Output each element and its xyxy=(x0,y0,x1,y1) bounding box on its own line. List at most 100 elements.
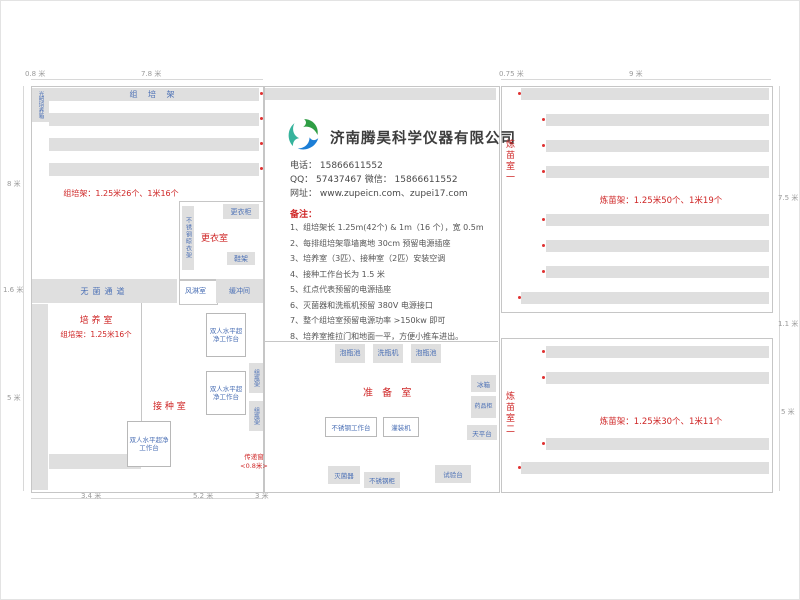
test-bench: 试验台 xyxy=(435,465,471,483)
clean-bench: 双人水平超净工作台 xyxy=(127,421,171,467)
hardening2-room-label: 炼苗室二 xyxy=(504,391,514,435)
contact-website: 网址： www.zupeicn.com、zupei17.com xyxy=(290,189,468,199)
power-outlet-dot xyxy=(542,376,545,379)
clean-bench-label: 双人水平超净工作台 xyxy=(129,435,169,452)
hardening2-spec-label: 炼苗架：1.25米30个、1米11个 xyxy=(599,417,723,427)
culture-shelf-bar xyxy=(49,163,259,176)
notes-title: 备注： xyxy=(290,210,318,220)
clean-bench: 双人水平超净工作台 xyxy=(206,313,246,357)
note-item: 3、培养室（3匹）、接种室（2匹）安装空调 xyxy=(290,254,446,263)
dimension-line xyxy=(501,79,771,80)
stainless-worktable: 不锈钢工作台 xyxy=(325,417,377,437)
wardrobe: 更衣柜 xyxy=(223,204,259,219)
notes-list: 1、组培架长 1.25m(42个) & 1m（16 个），宽 0.5m 2、每排… xyxy=(290,222,505,346)
dim-label: 5.2 米 xyxy=(193,492,214,500)
dim-label: 3.4 米 xyxy=(81,492,102,500)
power-outlet-dot xyxy=(518,466,521,469)
company-logo-icon xyxy=(285,116,323,158)
fridge: 冰箱 xyxy=(471,375,496,392)
stainless-cabinet: 不锈钢柜 xyxy=(364,472,400,488)
shelf-spec-label: 组培架：1.25米26个、1米16个 xyxy=(63,189,179,198)
note-item: 2、每排组培架靠墙离地 30cm 预留电源插座 xyxy=(290,238,451,248)
hardening-shelf-bar xyxy=(546,114,769,126)
power-outlet-dot xyxy=(542,118,545,121)
hardening-shelf-bar xyxy=(546,346,769,358)
wall-line xyxy=(141,303,142,428)
contact-qq-wechat: QQ： 57437467 微信： 15866611552 xyxy=(290,175,458,185)
dimension-line xyxy=(779,86,780,491)
culture-shelf-spec-label: 组培架：1.25米16个 xyxy=(60,330,132,339)
hardening-shelf-bar xyxy=(521,462,769,474)
company-name: 济南腾昊科学仪器有限公司 xyxy=(330,130,516,147)
room-hardening-2 xyxy=(501,338,773,493)
dim-label: 1.6 米 xyxy=(3,286,24,294)
shelf-title-label: 组 培 架 xyxy=(129,90,179,99)
dim-label: 7.5 米 xyxy=(778,194,799,202)
buffer-room-label: 缓冲间 xyxy=(229,287,250,295)
bottle-rack: 组瓶架 xyxy=(249,363,263,393)
dim-label: 3 米 xyxy=(255,492,269,500)
contact-phone: 电话： 15866611552 xyxy=(290,161,383,171)
note-item: 7、整个组培室预留电源功率 >150kw 即可 xyxy=(290,316,446,325)
power-outlet-dot xyxy=(542,244,545,247)
wall-line xyxy=(263,341,498,342)
culture-wall-shelf xyxy=(32,304,48,490)
culture-shelf-bar xyxy=(49,113,259,126)
filling-machine: 灌装机 xyxy=(383,417,419,437)
note-item: 4、接种工作台长为 1.5 米 xyxy=(290,269,385,279)
hardening-shelf-bar xyxy=(546,166,769,178)
soak-pool: 泡瓶池 xyxy=(411,344,441,363)
culture-shelf-bar: 组 培 架 xyxy=(49,88,259,101)
medicine-cabinet: 药品柜 xyxy=(471,396,496,418)
hardening-shelf-bar xyxy=(546,214,769,226)
bottle-rack: 组瓶架 xyxy=(249,401,263,431)
light-incubator: 光照培养箱 xyxy=(32,88,49,122)
bottle-washer-label: 洗瓶机 xyxy=(377,348,399,357)
bottle-washer: 洗瓶机 xyxy=(373,344,403,363)
pass-window: 传递窗 <0.8米> xyxy=(239,453,269,471)
note-item: 1、组培架长 1.25m(42个) & 1m（16 个），宽 0.5m xyxy=(290,223,484,232)
hardening1-room-label: 炼苗室一 xyxy=(504,139,514,183)
power-outlet-dot xyxy=(260,117,263,120)
room-hardening-1 xyxy=(501,86,773,313)
sterilizer-label: 灭菌器 xyxy=(334,472,354,480)
hardening-shelf-bar xyxy=(546,140,769,152)
dimension-line xyxy=(31,79,263,80)
dim-label: 1.1 米 xyxy=(778,320,799,328)
medicine-cabinet-label: 药品柜 xyxy=(474,403,493,411)
soak-pool: 泡瓶池 xyxy=(335,344,365,363)
dim-label: 8 米 xyxy=(7,180,21,188)
bottle-rack-label: 组瓶架 xyxy=(252,369,260,387)
fridge-label: 冰箱 xyxy=(477,380,490,389)
power-outlet-dot xyxy=(542,442,545,445)
changing-room-label: 更衣室 xyxy=(201,234,229,244)
power-outlet-dot xyxy=(518,92,521,95)
hardening-shelf-bar xyxy=(521,88,769,100)
test-bench-label: 试验台 xyxy=(443,471,463,479)
clean-bench: 双人水平超净工作台 xyxy=(206,371,246,415)
sterile-corridor: 无菌通道 xyxy=(32,279,177,303)
clean-bench-label: 双人水平超净工作台 xyxy=(209,384,243,401)
dimension-line xyxy=(23,86,24,491)
dim-label: 5 米 xyxy=(7,394,21,402)
power-outlet-dot xyxy=(542,218,545,221)
filling-machine-label: 灌装机 xyxy=(391,424,411,432)
dim-label: 0.75 米 xyxy=(499,70,524,78)
power-outlet-dot xyxy=(542,350,545,353)
clothes-rack: 不锈钢晾衣架 xyxy=(182,206,194,270)
stainless-worktable-label: 不锈钢工作台 xyxy=(331,424,371,432)
hardening-shelf-bar xyxy=(546,438,769,450)
note-item: 8、培养室推拉门和地面一平，方便小推车进出。 xyxy=(290,331,464,341)
dimension-line xyxy=(31,498,263,499)
prep-room-label: 准 备 室 xyxy=(363,388,415,399)
clothes-rack-label: 不锈钢晾衣架 xyxy=(184,217,192,259)
power-outlet-dot xyxy=(518,296,521,299)
power-outlet-dot xyxy=(260,142,263,145)
hardening-shelf-bar xyxy=(546,372,769,384)
light-incubator-label: 光照培养箱 xyxy=(37,91,44,119)
culture-room-label: 培 养 室 xyxy=(79,316,113,326)
power-outlet-dot xyxy=(260,167,263,170)
balance-table-label: 天平台 xyxy=(472,429,492,438)
bottle-rack-label: 组瓶架 xyxy=(252,407,260,425)
soak-pool-label: 泡瓶池 xyxy=(339,348,361,357)
